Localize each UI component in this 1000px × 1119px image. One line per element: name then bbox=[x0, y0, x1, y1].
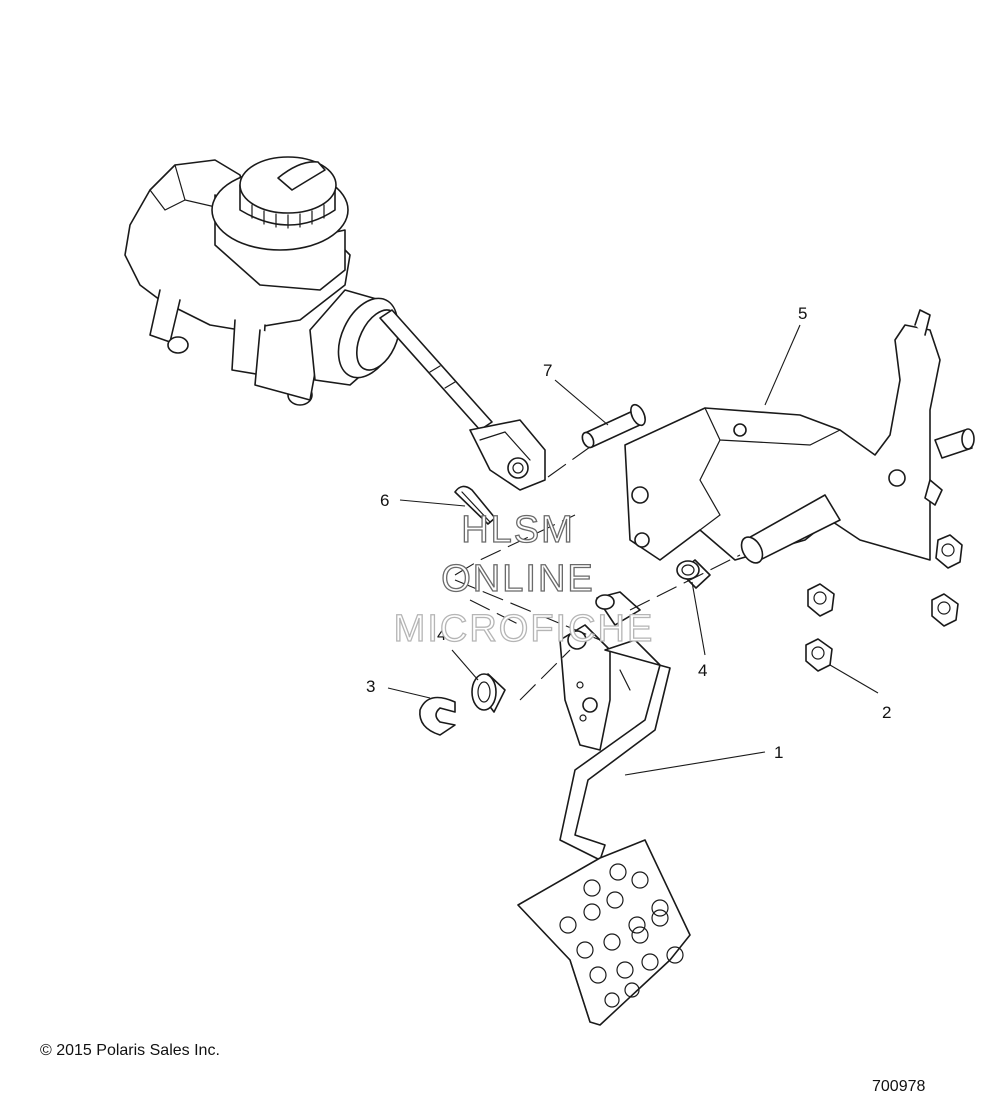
flange-nut bbox=[935, 534, 963, 569]
watermark: HLSM ONLINE MICROFICHE bbox=[393, 508, 655, 650]
callout-3: 3 bbox=[366, 677, 375, 696]
e-clip bbox=[419, 696, 456, 736]
pedal-bracket bbox=[624, 309, 975, 564]
assembly-lines bbox=[454, 446, 741, 701]
bushing-lower bbox=[471, 673, 506, 713]
flange-nut bbox=[807, 583, 835, 617]
pedal-pad-studs bbox=[559, 863, 684, 1008]
callout-leaders bbox=[387, 324, 879, 776]
callout-5: 5 bbox=[798, 304, 807, 323]
callout-2: 2 bbox=[882, 703, 891, 722]
flange-nut bbox=[931, 593, 959, 627]
callout-4-upper: 4 bbox=[698, 661, 707, 680]
callout-6: 6 bbox=[380, 491, 389, 510]
drawing-number: 700978 bbox=[872, 1078, 926, 1095]
watermark-line-2: ONLINE bbox=[441, 558, 594, 600]
callout-4-lower: 4 bbox=[437, 625, 446, 644]
clevis-pin bbox=[581, 403, 646, 449]
callout-7: 7 bbox=[543, 361, 552, 380]
callout-1: 1 bbox=[774, 743, 783, 762]
callout-labels: 1 2 3 4 4 5 6 7 bbox=[366, 304, 891, 762]
cotter-pin bbox=[454, 485, 496, 525]
watermark-line-3: MICROFICHE bbox=[394, 608, 655, 650]
copyright-notice: © 2015 Polaris Sales Inc. bbox=[40, 1042, 220, 1059]
brake-pedal bbox=[517, 591, 691, 1026]
watermark-line-1: HLSM bbox=[461, 509, 575, 551]
master-cylinder bbox=[124, 156, 546, 491]
flange-nut bbox=[805, 638, 833, 672]
flange-nuts bbox=[805, 534, 963, 672]
bushing-upper bbox=[676, 559, 711, 589]
